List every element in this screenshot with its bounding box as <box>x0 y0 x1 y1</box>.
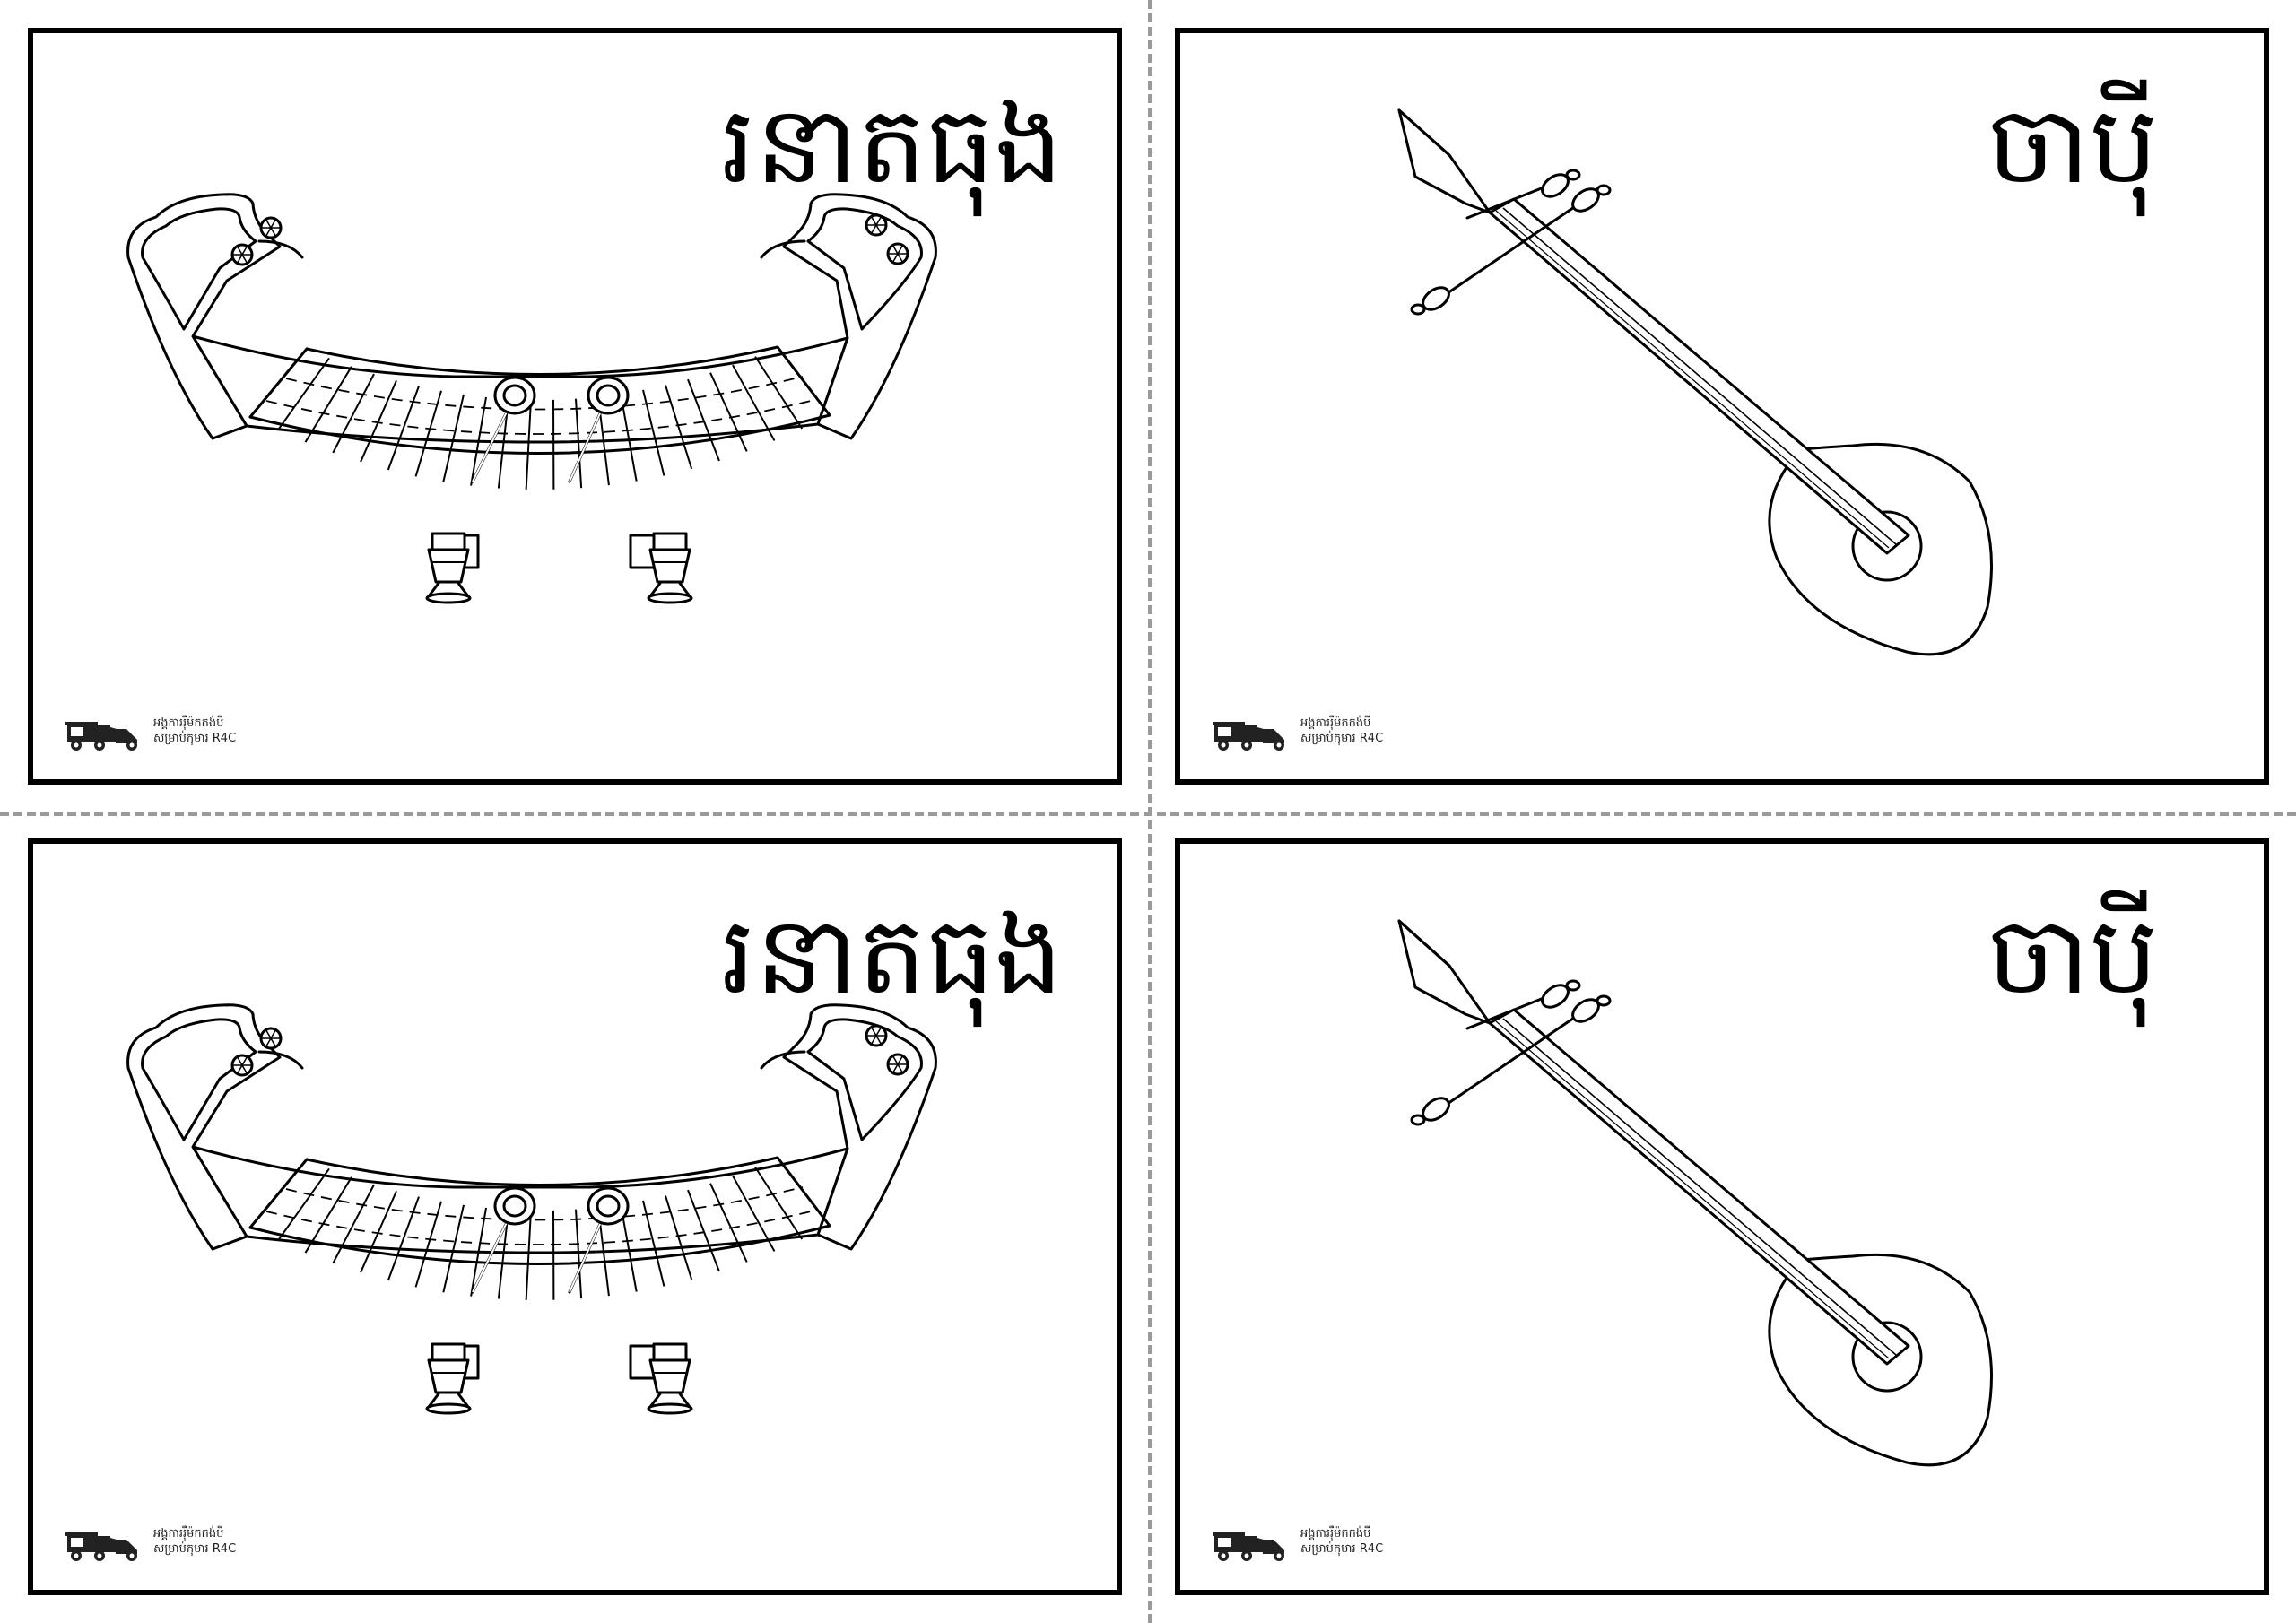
brand-line-2: សម្រាប់កុមារ R4C <box>153 732 237 745</box>
tuk-tuk-logo-icon <box>65 1532 137 1561</box>
brand-logo: អង្គការរ៉ឺម៉កកង់បី សម្រាប់កុមារ R4C <box>1207 1522 1383 1563</box>
card-title: រនាតធុង <box>721 894 1063 1019</box>
brand-line-1: អង្គការរ៉ឺម៉កកង់បី <box>153 716 224 731</box>
brand-line-2: សម្រាប់កុមារ R4C <box>1300 1542 1384 1556</box>
tuk-tuk-logo-icon <box>1213 722 1284 751</box>
brand-line-2: សម្រាប់កុមារ R4C <box>153 1542 237 1556</box>
card-title: ចាប៉ី <box>1987 83 2158 208</box>
brand-line-2: សម្រាប់កុមារ R4C <box>1300 732 1384 745</box>
brand-logo: អង្គការរ៉ឺម៉កកង់បី សម្រាប់កុមារ R4C <box>1207 711 1383 752</box>
brand-logo: អង្គការរ៉ឺម៉កកង់បី សម្រាប់កុមារ R4C <box>60 711 236 752</box>
brand-line-1: អង្គការរ៉ឺម៉កកង់បី <box>153 1527 224 1541</box>
flashcard-roneat-thung: រនាតធុង អង្គការរ៉ឺម៉កកង់បី សម្រាប់កុមារ … <box>28 28 1122 785</box>
xylophone-icon <box>126 193 937 604</box>
brand-logo: អង្គការរ៉ឺម៉កកង់បី សម្រាប់កុមារ R4C <box>60 1522 236 1563</box>
card-title: រនាតធុង <box>721 83 1063 208</box>
card-title: ចាប៉ី <box>1987 894 2158 1019</box>
chapei-lute-icon <box>1397 919 1993 1467</box>
chapei-lute-icon <box>1397 108 1993 656</box>
xylophone-icon <box>126 1003 937 1415</box>
flashcard-chapei: ចាប៉ី អង្គការរ៉ឺម៉កកង់បី សម្រាប់កុមារ R4… <box>1175 28 2269 785</box>
horizontal-cut-line <box>0 812 2296 816</box>
brand-line-1: អង្គការរ៉ឺម៉កកង់បី <box>1300 716 1371 731</box>
tuk-tuk-logo-icon <box>65 722 137 751</box>
brand-line-1: អង្គការរ៉ឺម៉កកង់បី <box>1300 1527 1371 1541</box>
flashcard-chapei: ចាប៉ី អង្គការរ៉ឺម៉កកង់បី សម្រាប់កុមារ R4… <box>1175 838 2269 1595</box>
flashcard-roneat-thung: រនាតធុង អង្គការរ៉ឺម៉កកង់បី សម្រាប់កុមារ … <box>28 838 1122 1595</box>
tuk-tuk-logo-icon <box>1213 1532 1284 1561</box>
